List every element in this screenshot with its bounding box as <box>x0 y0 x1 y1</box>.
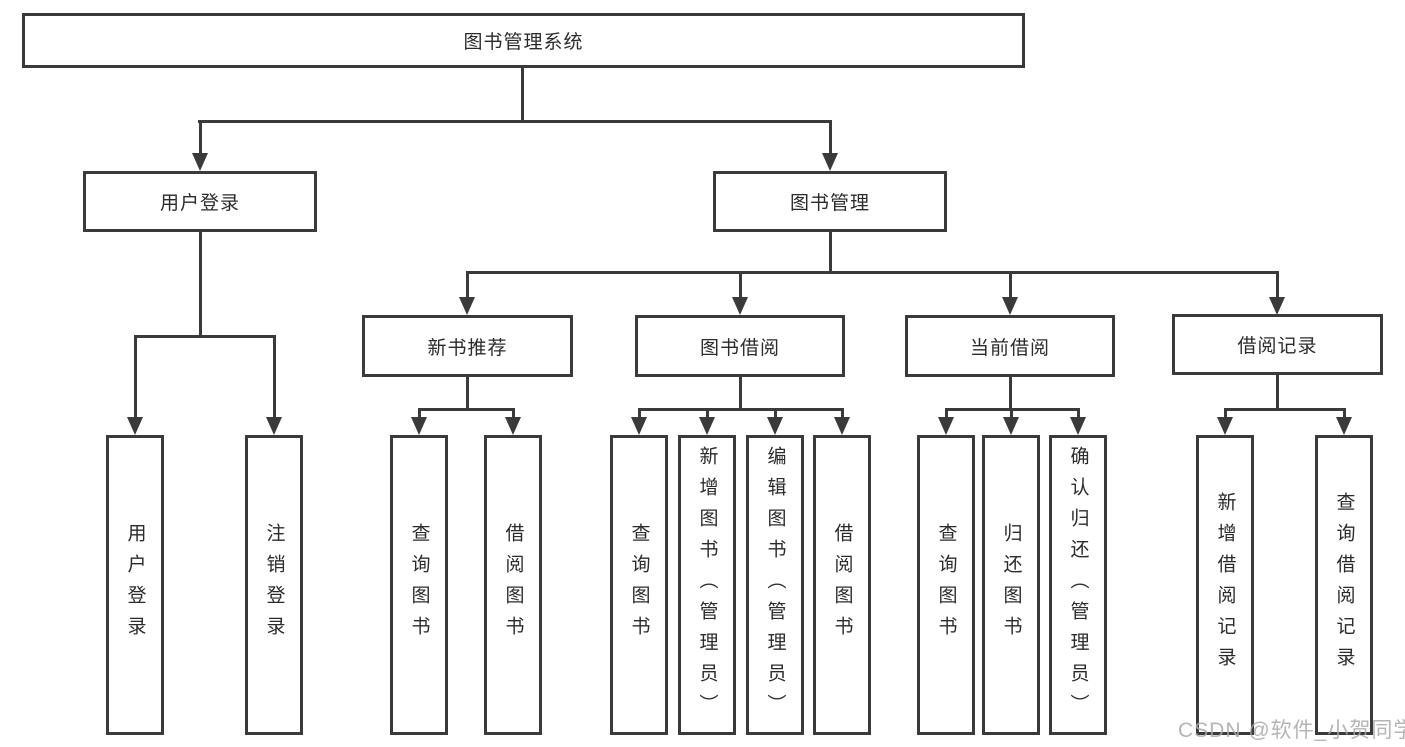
leaf-label: 新增图书（管理员） <box>696 445 718 725</box>
arrow-down-icon <box>1002 297 1018 315</box>
arrow-down-icon <box>834 417 850 435</box>
leaf-cb-return-books: 归还图书 <box>982 435 1040 735</box>
leaf-cb-confirm-return-admin: 确认归还（管理员） <box>1049 435 1107 735</box>
leaf-label: 归还图书 <box>1000 523 1022 647</box>
connector-to-leaf-logout-shaft <box>273 335 276 417</box>
connector-leaf-shaft <box>841 408 844 417</box>
connector-to-user-login-shaft <box>199 120 202 153</box>
arrow-down-icon <box>1003 417 1019 435</box>
leaf-bb-edit-books-admin: 编辑图书（管理员） <box>746 435 804 735</box>
leaf-label: 注销登录 <box>263 523 285 647</box>
csdn-watermark: CSDN @软件_小贺同学 <box>1178 719 1405 742</box>
node-library-management-system: 图书管理系统 <box>22 13 1025 68</box>
connector-leaf-shaft <box>706 408 709 417</box>
connector-book-management-hbar <box>466 271 1279 274</box>
connector-root-hbar <box>198 120 832 123</box>
node-book-borrowing: 图书借阅 <box>635 315 845 377</box>
arrow-down-icon <box>732 297 748 315</box>
arrow-down-icon <box>459 297 475 315</box>
node-book-management: 图书管理 <box>713 171 947 232</box>
arrow-down-icon <box>505 417 521 435</box>
node-label: 图书借阅 <box>699 337 780 359</box>
node-new-book-recommendation: 新书推荐 <box>362 315 573 377</box>
leaf-label: 查询图书 <box>408 523 430 647</box>
node-label: 用户登录 <box>159 193 240 214</box>
arrow-down-icon <box>1217 417 1233 435</box>
connector-book-borrowing-hbar <box>638 408 844 411</box>
connector-book-management-stem <box>829 232 832 271</box>
leaf-label: 借阅图书 <box>831 523 853 647</box>
connector-to-current-borrowing-shaft <box>1009 271 1012 297</box>
node-label: 借阅记录 <box>1237 336 1318 357</box>
leaf-label: 查询图书 <box>628 523 650 647</box>
arrow-down-icon <box>1336 417 1352 435</box>
connector-leaf-shaft <box>945 408 948 417</box>
connector-borrowing-records-stem <box>1276 375 1279 408</box>
node-label: 图书管理系统 <box>463 32 584 53</box>
node-label: 图书管理 <box>789 193 870 214</box>
connector-current-borrowing-stem <box>1009 377 1012 408</box>
connector-to-new-book-rec-shaft <box>466 271 469 297</box>
leaf-label: 新增借阅记录 <box>1214 492 1236 678</box>
connector-to-borrowing-records-shaft <box>1276 271 1279 297</box>
leaf-br-add-borrow-record: 新增借阅记录 <box>1196 435 1254 735</box>
node-label: 当前借阅 <box>969 337 1050 359</box>
node-label: 新书推荐 <box>427 337 508 359</box>
arrow-down-icon <box>192 153 208 171</box>
connector-leaf-shaft <box>1343 408 1346 417</box>
leaf-label: 确认归还（管理员） <box>1067 445 1089 725</box>
connector-root-stem <box>521 68 524 120</box>
connector-to-leaf-user-login-shaft <box>134 335 137 417</box>
connector-to-book-borrowing-shaft <box>739 271 742 297</box>
connector-to-book-management-shaft <box>829 120 832 153</box>
node-current-borrowing: 当前借阅 <box>905 315 1115 377</box>
arrow-down-icon <box>266 417 282 435</box>
leaf-user-login: 用户登录 <box>106 435 164 735</box>
leaf-logout: 注销登录 <box>245 435 303 735</box>
connector-new-book-rec-stem <box>466 377 469 408</box>
arrow-down-icon <box>938 417 954 435</box>
leaf-nbr-borrow-books: 借阅图书 <box>484 435 542 735</box>
arrow-down-icon <box>1269 297 1285 315</box>
leaf-label: 用户登录 <box>124 523 146 647</box>
arrow-down-icon <box>767 417 783 435</box>
connector-leaf-shaft <box>1010 408 1013 417</box>
connector-borrowing-records-hbar <box>1224 408 1346 411</box>
arrow-down-icon <box>411 417 427 435</box>
node-borrowing-records: 借阅记录 <box>1172 314 1383 375</box>
connector-leaf-shaft <box>774 408 777 417</box>
connector-user-login-hbar <box>134 335 275 338</box>
connector-new-book-rec-hbar <box>418 408 515 411</box>
connector-user-login-stem <box>199 232 202 335</box>
arrow-down-icon <box>127 417 143 435</box>
leaf-label: 查询借阅记录 <box>1333 492 1355 678</box>
connector-leaf-shaft <box>1224 408 1227 417</box>
arrow-down-icon <box>1070 417 1086 435</box>
leaf-label: 编辑图书（管理员） <box>764 445 786 725</box>
connector-book-borrowing-stem <box>739 377 742 408</box>
connector-leaf-shaft <box>1077 408 1080 417</box>
leaf-bb-query-books: 查询图书 <box>610 435 668 735</box>
arrow-down-icon <box>822 153 838 171</box>
leaf-nbr-query-books: 查询图书 <box>390 435 448 735</box>
arrow-down-icon <box>631 417 647 435</box>
connector-leaf-shaft <box>418 408 421 417</box>
leaf-bb-add-books-admin: 新增图书（管理员） <box>678 435 736 735</box>
arrow-down-icon <box>699 417 715 435</box>
leaf-cb-query-books: 查询图书 <box>917 435 975 735</box>
node-user-login: 用户登录 <box>83 171 317 232</box>
leaf-br-query-borrow-record: 查询借阅记录 <box>1315 435 1373 735</box>
connector-leaf-shaft <box>638 408 641 417</box>
connector-leaf-shaft <box>512 408 515 417</box>
leaf-bb-borrow-books: 借阅图书 <box>813 435 871 735</box>
leaf-label: 查询图书 <box>935 523 957 647</box>
leaf-label: 借阅图书 <box>502 523 524 647</box>
